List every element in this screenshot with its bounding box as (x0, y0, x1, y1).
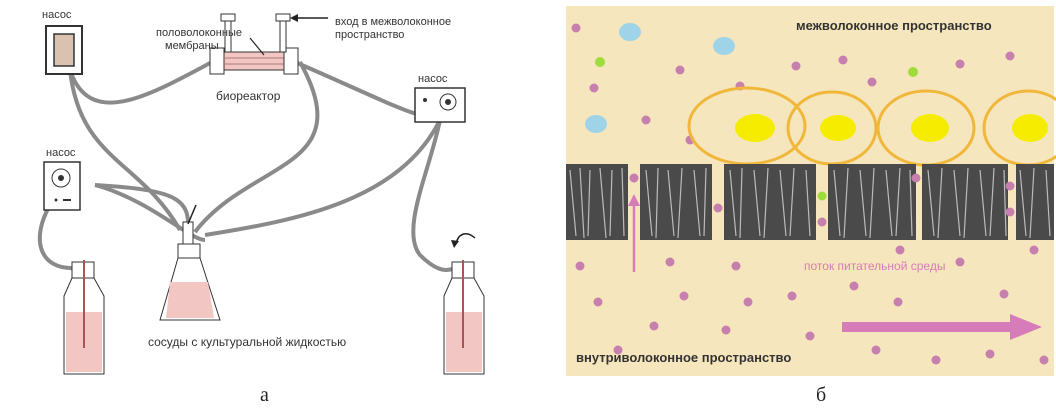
pump-right-label: насос (418, 73, 448, 85)
intercapillary-label: межволоконное пространство (796, 18, 992, 33)
pump-top-left-label: насос (42, 9, 72, 21)
hollow-fiber-cross-section: межволоконное пространство поток питател… (560, 0, 1056, 413)
vessel-left (64, 260, 104, 374)
inlet-label-2: пространство (335, 29, 404, 41)
pump-right (415, 88, 465, 122)
panel-b: межволоконное пространство поток питател… (560, 0, 1056, 413)
medium-flow-label: поток питательной среды (804, 259, 945, 273)
panel-a-caption: а (260, 384, 269, 407)
panel-b-caption: б (816, 384, 826, 407)
pump-left (44, 162, 80, 210)
membranes-label-2: мембраны (165, 40, 219, 52)
membranes-label-1: половолоконные (156, 27, 242, 39)
inlet-label-1: вход в межволоконное (335, 16, 451, 28)
vessels-label: сосуды с культуральной жидкостью (148, 335, 346, 349)
pump-top-left (46, 26, 82, 74)
panel-a: насос половолоконные мембраны вход в меж… (0, 0, 540, 413)
bioreactor-setup-diagram: насос половолоконные мембраны вход в меж… (0, 0, 540, 413)
vessel-right (444, 234, 484, 374)
bioreactor-module (210, 14, 298, 74)
inlet-arrow-head (290, 14, 298, 22)
intracapillary-label: внутриволоконное пространство (576, 350, 791, 365)
bioreactor-label: биореактор (216, 89, 281, 103)
pump-left-label: насос (46, 147, 76, 159)
